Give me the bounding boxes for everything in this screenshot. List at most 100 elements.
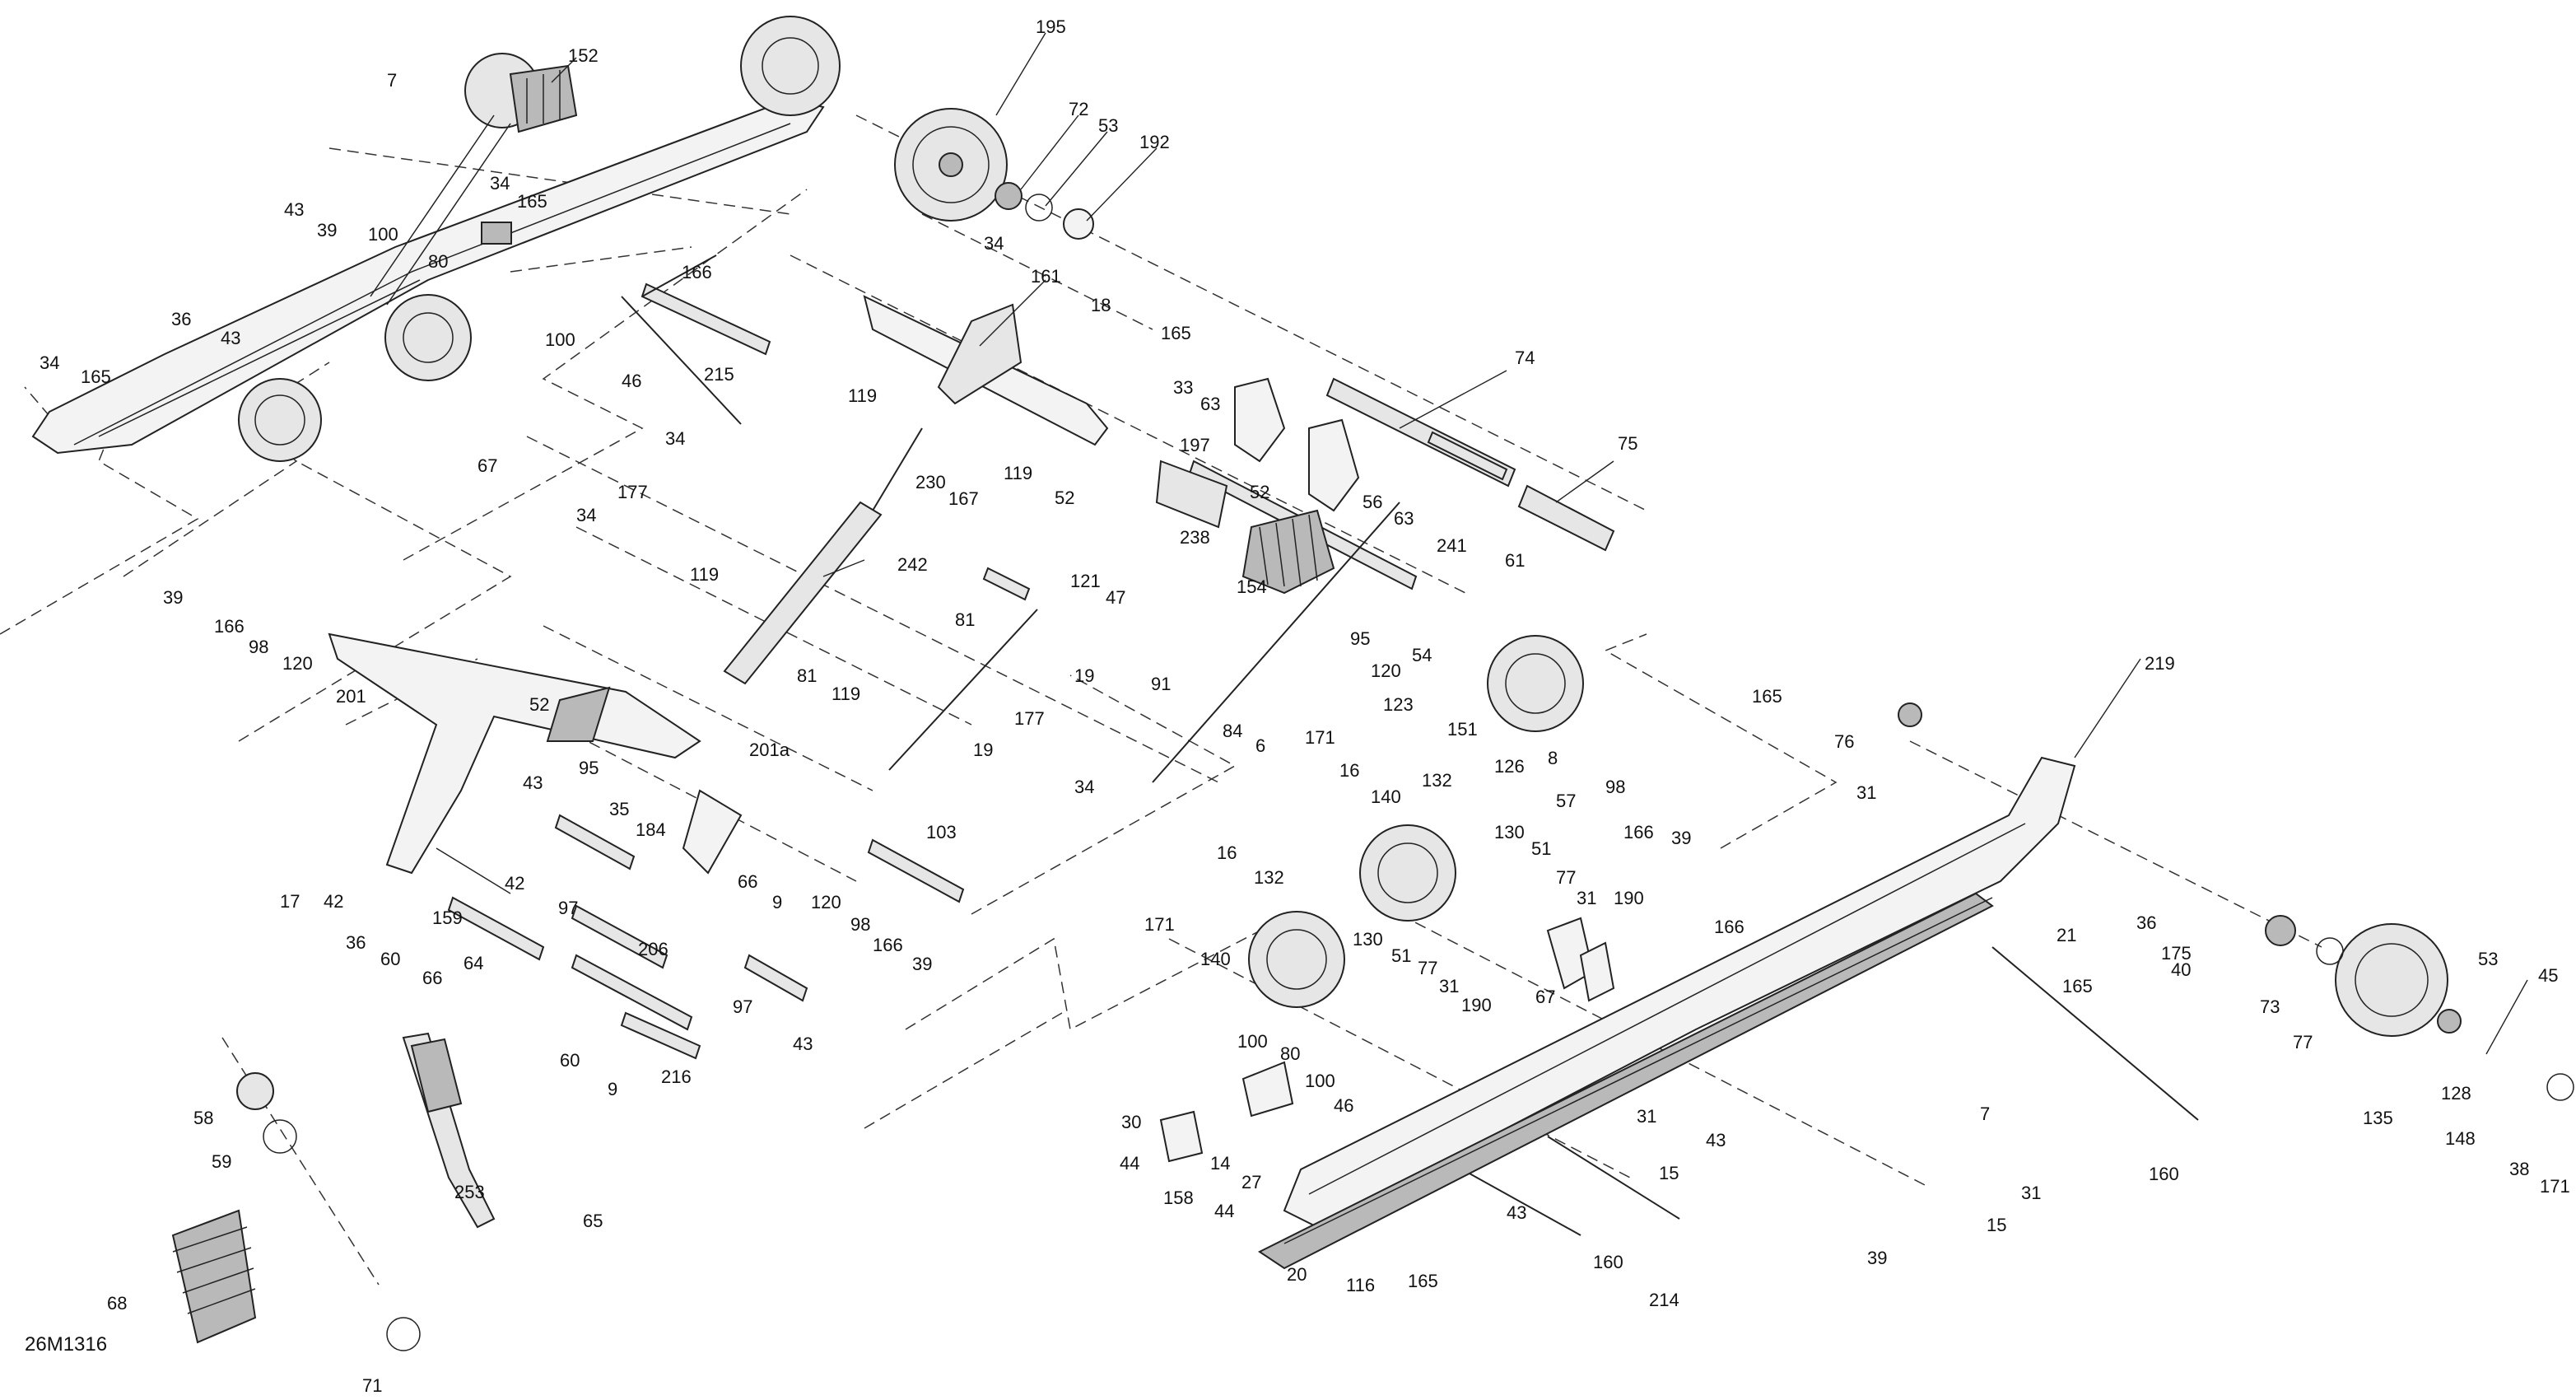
callout-label: 81 [797,665,817,686]
callout-label: 177 [1014,708,1045,729]
callout-label: 120 [1371,660,1401,681]
callout-label: 219 [2145,653,2175,674]
callout-label: 38 [2509,1159,2529,1179]
callout-label: 44 [1214,1201,1234,1221]
callout-label: 67 [1535,987,1555,1007]
callout-label: 52 [1055,488,1074,508]
cup-58 [236,1072,274,1110]
callout-label: 120 [282,653,313,674]
callout-label: 6 [1255,735,1265,756]
callout-label: 166 [682,262,712,282]
callout-label: 120 [811,892,841,912]
callout-label: 98 [850,914,870,935]
callout-label: 165 [81,366,111,387]
wheel-126 [1487,635,1584,732]
callout-label: 45 [2538,965,2558,986]
callout-label: 34 [665,428,685,449]
callout-label: 116 [1346,1275,1375,1295]
callout-label: 63 [1200,394,1220,414]
callout-label: 60 [560,1050,580,1071]
callout-label: 9 [772,892,782,912]
callout-label: 36 [171,309,191,329]
callout-label: 15 [1659,1163,1679,1183]
front-arm-161 [863,295,1109,446]
callout-label: 166 [1623,822,1654,842]
callout-label: 34 [40,352,59,373]
callout-label: 123 [1383,694,1414,715]
callout-label: 71 [362,1375,382,1396]
callout-label: 63 [1394,508,1414,529]
callout-label: 46 [622,371,641,391]
washer-192 [1063,208,1094,240]
callout-label: 44 [1120,1153,1139,1174]
callout-label: 33 [1173,377,1193,398]
callout-label: 95 [1350,628,1370,649]
bearing-128 [2437,1009,2462,1034]
callout-label: 9 [608,1079,617,1099]
callout-label: 19 [973,740,993,760]
callout-label: 7 [387,70,397,91]
callout-label: 140 [1371,786,1401,807]
callout-label: 201a [749,740,790,760]
callout-label: 161 [1031,266,1061,287]
callout-label: 132 [1422,770,1452,791]
callout-label: 53 [1098,115,1118,136]
callout-label: 215 [704,364,734,385]
callout-label: 80 [1280,1043,1300,1064]
callout-label: 130 [1353,929,1383,950]
leader-lines [436,32,2528,1055]
bearing-72 [995,182,1022,210]
callout-label: 46 [1334,1095,1353,1116]
callout-label: 74 [1515,348,1535,368]
wheel-132-lower [1248,911,1345,1008]
callout-label: 77 [1556,867,1576,888]
callout-label: 16 [1217,842,1237,863]
callout-label: 56 [1363,492,1382,512]
callout-label: 43 [793,1034,813,1054]
callout-label: 197 [1180,435,1210,455]
callout-label: 8 [1548,748,1558,768]
spring-154 [1155,460,1335,595]
callout-label: 151 [1447,719,1478,740]
callout-label: 128 [2441,1083,2471,1104]
callout-label: 58 [193,1108,213,1128]
callout-label: 67 [477,455,497,476]
callout-label: 152 [568,45,599,66]
callout-label: 132 [1254,867,1284,888]
callout-label: 159 [432,908,463,928]
callout-label: 42 [505,873,524,894]
callout-label: 43 [284,199,304,220]
callout-label: 34 [490,173,510,194]
callout-label: 77 [2293,1032,2313,1052]
callout-label: 91 [1151,674,1171,694]
callout-label: 103 [926,822,957,842]
callout-label: 121 [1070,571,1101,591]
callout-label: 119 [848,385,877,406]
callout-label: 216 [661,1066,692,1087]
wheel-132-upper [1359,824,1456,922]
callout-label: 64 [463,953,483,973]
callout-label: 51 [1391,945,1411,966]
callout-label: 35 [609,799,629,819]
callout-label: 31 [1577,888,1596,908]
callout-label: 47 [1106,587,1125,608]
callout-label: 119 [690,564,719,585]
callout-label: 166 [1714,917,1745,937]
callout-label: 126 [1494,756,1525,777]
callout-label: 81 [955,609,975,630]
callout-label: 177 [617,482,648,502]
callout-label: 167 [948,488,979,509]
spring-68 [171,1209,257,1344]
callout-label: 76 [1834,731,1854,752]
callout-label: 201 [336,686,366,707]
callout-label: 165 [517,191,547,212]
callout-label: 242 [897,554,928,575]
callout-label: 160 [2149,1164,2179,1184]
callout-label: 39 [317,220,337,240]
callout-label: 190 [1461,995,1492,1015]
bracket-197 [1234,377,1360,512]
callout-label: 27 [1241,1172,1261,1192]
callout-label: 100 [1305,1071,1335,1091]
callout-label: 253 [454,1182,485,1202]
